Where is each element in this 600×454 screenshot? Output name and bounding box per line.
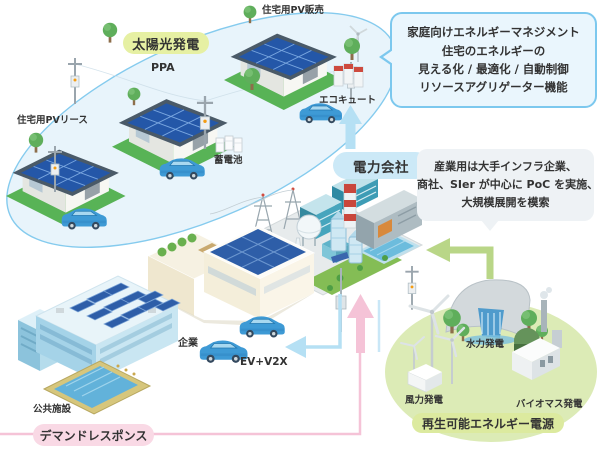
- company-building: [146, 225, 316, 326]
- callout-industry-line: 産業用は大手インフラ企業、: [434, 159, 577, 173]
- biomass-plant: [512, 287, 562, 380]
- callout-home-line: 家庭向けエネルギーマネジメント: [407, 25, 580, 40]
- callout-industry-line: 商社、SIer が中心に PoC を実施、: [417, 177, 599, 191]
- label-wind: 風力発電: [405, 395, 444, 406]
- wind-turbines: [400, 294, 466, 393]
- label-company: 企業: [178, 338, 198, 349]
- callout-home-energy: 家庭向けエネルギーマネジメント 住宅のエネルギーの 見える化 / 最適化 / 自…: [379, 12, 597, 108]
- battery-units: [215, 135, 243, 153]
- water-towers: [330, 211, 363, 264]
- ev-car: [239, 315, 286, 338]
- hydro-dam: [445, 279, 531, 345]
- label-power-company: 電力会社: [333, 152, 429, 179]
- public-facility-building: [18, 275, 181, 381]
- label-biomass: バイオマス発電: [516, 399, 583, 410]
- label-renewable-source: 再生可能エネルギー電源: [412, 413, 564, 433]
- utility-pole: [67, 57, 83, 105]
- meter-pole: [404, 265, 420, 311]
- label-public-facility: 公共施設: [33, 404, 72, 415]
- callout-home-line: 住宅のエネルギーの: [441, 43, 546, 58]
- label-solar-pv: 太陽光発電: [123, 32, 209, 54]
- pool: [42, 360, 152, 415]
- chimney: [343, 183, 357, 229]
- arrow-plant-to-ev-blue: [285, 294, 342, 358]
- callout-home-line: リソースアグリゲーター機能: [419, 80, 568, 95]
- callout-home-line: 見える化 / 最適化 / 自動制御: [418, 62, 569, 76]
- label-ppa: PPA: [151, 61, 175, 74]
- callout-industry-line: 大規模展開を模索: [461, 196, 550, 210]
- label-pv-sales: 住宅用PV販売: [262, 5, 324, 16]
- label-ecocute: エコキュート: [319, 95, 377, 106]
- label-pv-lease: 住宅用PVリース: [17, 115, 88, 126]
- tree: [102, 22, 118, 43]
- label-hydro: 水力発電: [466, 339, 505, 350]
- arrow-renewable-to-plant-green: [426, 238, 494, 279]
- label-ev-v2x: EV+V2X: [240, 356, 288, 368]
- ecocute-units: [333, 63, 364, 88]
- label-demand-response: デマンドレスポンス: [33, 424, 154, 446]
- arrow-power-to-home-blue: [339, 105, 362, 149]
- turbine-hall: [356, 190, 422, 249]
- callout-industry: 産業用は大手インフラ企業、 商社、SIer が中心に PoC を実施、 大規模展…: [417, 149, 599, 231]
- label-battery: 蓄電池: [214, 155, 243, 166]
